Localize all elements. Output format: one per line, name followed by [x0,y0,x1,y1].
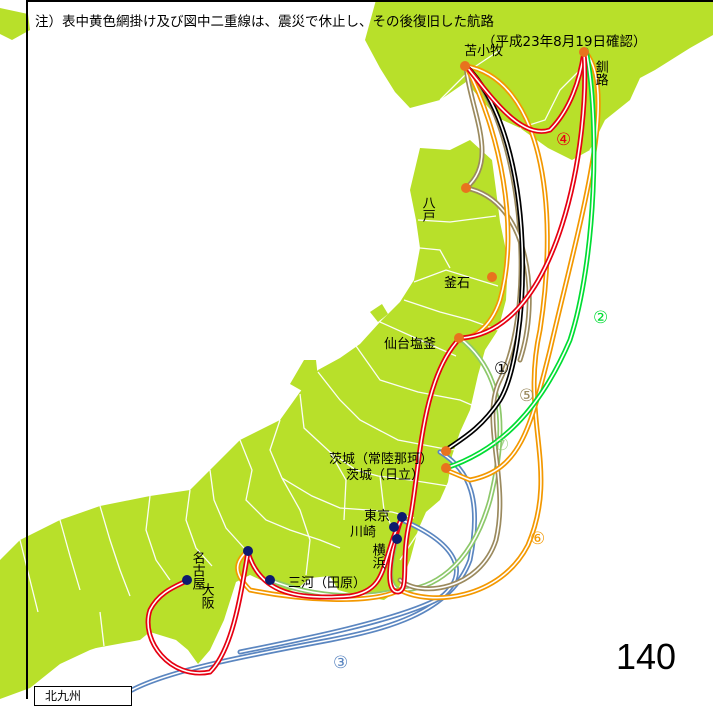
hachinohe-port-dot[interactable] [461,183,471,193]
port-label-nagoya: 名古屋 [189,551,205,590]
route-2-line [443,47,597,471]
route-4-number: ④ [556,130,572,150]
honshu-landmass [0,140,508,699]
route-3-number: ③ [333,653,349,673]
map-note-date: （平成23年8月19日確認） [482,34,647,50]
route-4-line [145,49,588,676]
page-number: 140 [616,636,677,677]
kushiro-port-dot[interactable] [579,47,589,57]
route-1-number: ① [494,359,510,379]
port-label-sendai-shiogama: 仙台塩釜 [384,337,437,352]
route-6-number: ⑥ [530,529,546,549]
port-label-tomakomai: 苫小牧 [464,44,504,59]
osaka-port-dot[interactable] [182,575,192,585]
port-label-yokohama: 横浜 [369,543,385,569]
port-label-kushiro: 釧路 [592,60,608,86]
kawasaki-port-dot[interactable] [389,522,399,532]
yokohama-port-dot[interactable] [392,534,402,544]
route-5-number: ⑤ [519,386,535,406]
port-label-kawasaki: 川崎 [350,525,377,540]
port-label-kitakyushu: 北九州 [34,686,132,706]
route-2-number: ② [593,308,609,328]
port-label-kamaishi: 釜石 [444,276,471,291]
kamaishi-port-dot[interactable] [487,272,497,282]
ferry-routes [129,47,601,693]
route-7-number: ⑦ [494,435,510,455]
prefecture-borders [19,49,621,647]
port-label-hachinohe: 八戸 [419,196,435,222]
ibaraki-hitachinaka-port-dot[interactable] [441,446,451,456]
port-label-mikawa: 三河（田原） [288,576,367,591]
sado-island [370,304,388,322]
top-frame-line [26,0,713,2]
nagoya-port-dot[interactable] [243,546,253,556]
port-label-tokyo: 東京 [364,509,391,524]
map-note: 注）表中黄色網掛け及び図中二重線は、震災で休止し、その後復旧した航路 [35,14,494,30]
hokkaido-landmass [365,0,713,160]
left-frame-line [26,0,28,699]
sendai-shiogama-port-dot[interactable] [454,333,464,343]
port-label-ibaraki-hitachi: 茨城（日立） [346,468,425,483]
tomakomai-port-dot[interactable] [460,61,470,71]
noto-peninsula [290,360,318,392]
port-markers [182,47,589,585]
western-island [0,8,30,40]
route-1-line [443,63,526,453]
shikoku-island [36,600,162,650]
port-label-ibaraki-hitachinaka: 茨城（常陸那珂） [329,452,434,467]
route-3-line [129,449,478,693]
port-label-osaka: 大阪 [198,583,214,609]
tokyo-port-dot[interactable] [397,512,407,522]
mikawa-port-dot[interactable] [265,575,275,585]
ibaraki-hitachi-port-dot[interactable] [441,463,451,473]
